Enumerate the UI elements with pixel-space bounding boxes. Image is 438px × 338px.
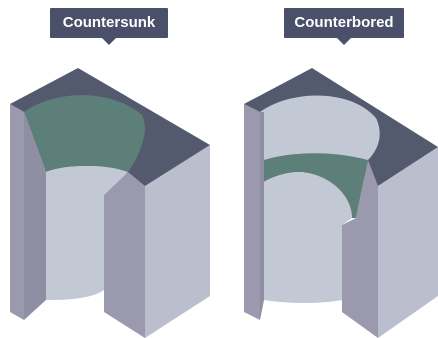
countersunk-left-face [10,104,24,320]
counterbored-left-cut-wall [260,112,264,320]
countersunk-cone-surface [24,95,145,172]
countersunk-block [10,68,210,338]
counterbored-hole-interior [264,172,352,303]
counterbored-block [244,68,438,338]
counterbored-left-face [244,104,260,320]
countersunk-inner-wall [104,172,145,338]
